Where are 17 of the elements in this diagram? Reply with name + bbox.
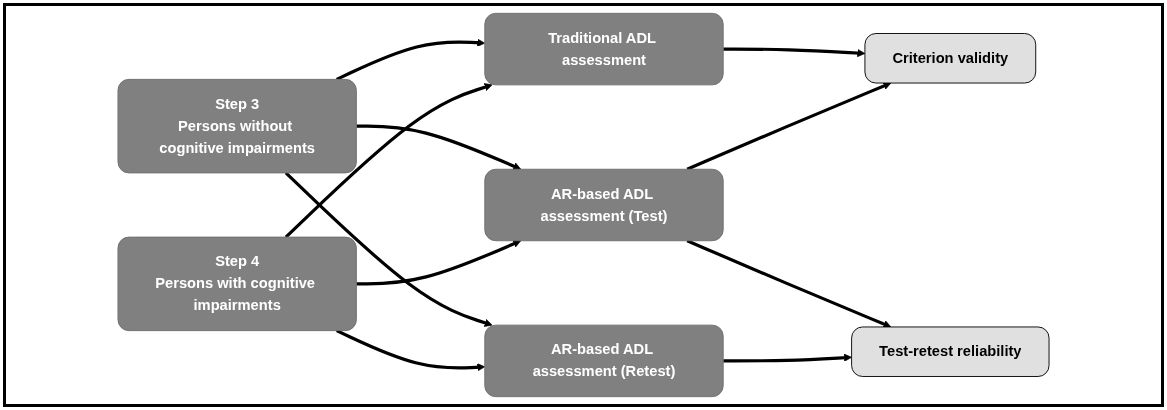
arrow bbox=[686, 82, 892, 171]
arrow bbox=[723, 47, 866, 58]
node-box: Criterion validity bbox=[864, 33, 1037, 84]
node-box: AR-based ADL assessment (Test) bbox=[484, 168, 724, 242]
arrow bbox=[356, 124, 522, 171]
node-box: Test-retest reliability bbox=[851, 326, 1050, 377]
arrow bbox=[356, 239, 522, 286]
node-box: AR-based ADL assessment (Retest) bbox=[484, 324, 724, 398]
arrow bbox=[284, 83, 493, 239]
arrow bbox=[336, 38, 486, 81]
node-box: Traditional ADL assessment bbox=[484, 12, 724, 86]
node-box: Step 3 Persons without cognitive impairments bbox=[117, 78, 357, 174]
node-box: Step 4 Persons with cognitive impairments bbox=[117, 236, 357, 332]
arrow bbox=[284, 171, 493, 327]
arrow bbox=[723, 353, 852, 363]
arrow bbox=[686, 239, 892, 328]
arrow bbox=[336, 329, 486, 372]
